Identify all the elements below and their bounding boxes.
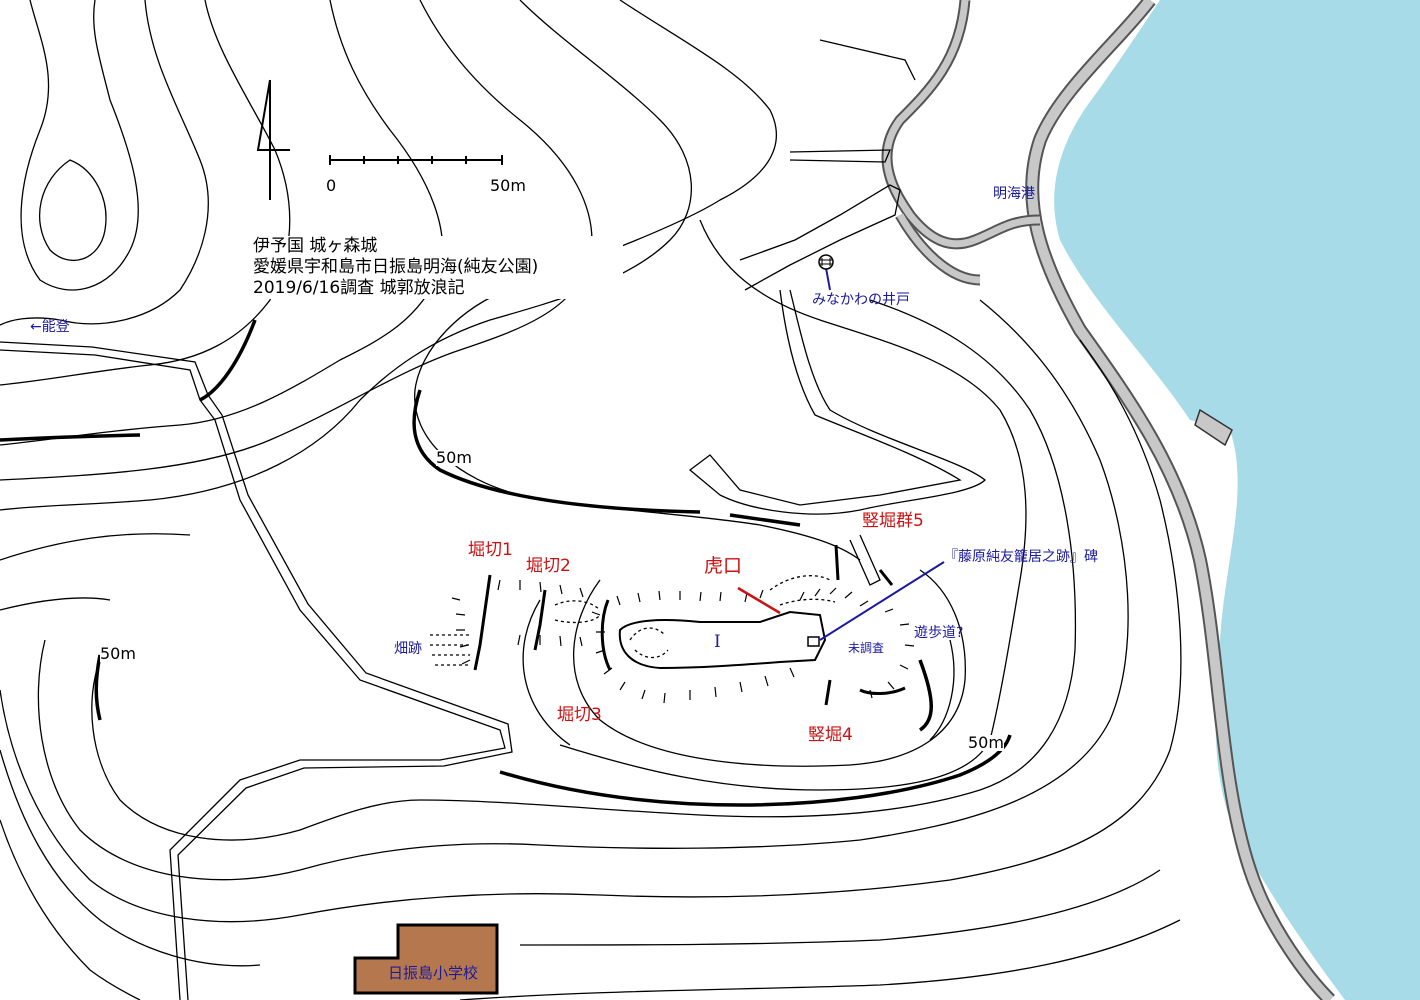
school-building [353, 923, 499, 995]
title-castle-name: 伊予国 城ヶ森城 [253, 236, 378, 256]
scale-bar [329, 155, 503, 165]
sea [1054, 0, 1420, 1000]
label-port: 明海港 [993, 186, 1035, 202]
contour-lines [0, 0, 1182, 1000]
well-icon [818, 254, 834, 270]
scale-start-label: 0 [326, 176, 337, 195]
horikiri-trenches [473, 544, 906, 706]
label-horikiri2: 堀切2 [526, 556, 571, 576]
label-monument: 『藤原純友籠居之跡』碑 [944, 549, 1098, 565]
label-horikiri1: 堀切1 [468, 540, 513, 560]
map-title-block: 伊予国 城ヶ森城 愛媛県宇和島市日振島明海(純友公園) 2019/6/16調査 … [253, 236, 623, 299]
village-roads [881, 0, 1041, 286]
monument-marker [807, 636, 820, 647]
title-survey-date: 2019/6/16調査 城郭放浪記 [253, 278, 465, 298]
label-field-ruins: 畑跡 [394, 641, 422, 657]
label-tatebori-gun5: 竪堀群5 [862, 511, 924, 531]
slope-hachures [451, 579, 915, 704]
contour-label-west: 50m [100, 644, 136, 663]
label-kuruwa1: I [714, 632, 721, 652]
label-well: みなかわの井戸 [812, 292, 910, 308]
label-noto: ←能登 [30, 319, 70, 335]
label-horikiri3: 堀切3 [557, 705, 602, 725]
label-school: 日振島小学校 [388, 964, 479, 982]
contour-label-east: 50m [968, 733, 1004, 752]
castle-enclosure [618, 610, 827, 670]
field-terraces [430, 575, 836, 666]
label-path: 遊歩道? [914, 625, 964, 641]
label-koguchi: 虎口 [704, 555, 743, 577]
index-contours [0, 319, 1012, 807]
title-location: 愛媛県宇和島市日振島明海(純友公園) [253, 257, 539, 277]
contour-label-north: 50m [436, 448, 472, 467]
label-unsurveyed: 未調査 [848, 641, 885, 655]
pointer-lines [737, 267, 945, 641]
footpaths [0, 39, 986, 1000]
scale-end-label: 50m [490, 176, 526, 195]
north-arrow-icon [256, 79, 290, 200]
label-tatebori4: 竪堀4 [808, 725, 853, 745]
